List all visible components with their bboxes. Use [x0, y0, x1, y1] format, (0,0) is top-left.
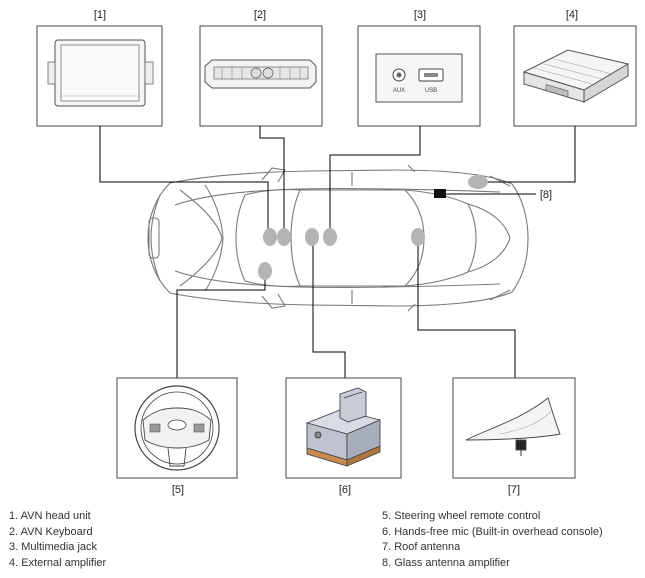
leader-line-1: [99, 126, 269, 232]
leader-line-7: [417, 240, 516, 378]
legend-item-6: 6. Hands-free mic (Built-in overhead con…: [382, 525, 603, 538]
multimedia-jack-image: AUX USB: [375, 53, 463, 103]
steering-wheel-image: [134, 385, 220, 471]
label-8: [8]: [540, 189, 552, 201]
aux-label: AUX: [393, 88, 405, 94]
legend-item-4: 4. External amplifier: [9, 556, 107, 569]
glass-antenna-amplifier-marker: [434, 189, 446, 198]
leader-line-5: [176, 272, 266, 378]
leader-line-2: [259, 126, 285, 232]
legend-item-2: 2. AVN Keyboard: [9, 525, 93, 538]
marker-5: [258, 262, 272, 280]
legend-item-1: 1. AVN head unit: [9, 510, 91, 522]
leader-lines: [99, 126, 576, 378]
label-6: [6]: [339, 484, 351, 496]
legend-right-column: 5. Steering wheel remote control 6. Hand…: [382, 509, 603, 571]
marker-4: [468, 175, 488, 189]
legend-item-7: 7. Roof antenna: [382, 541, 461, 553]
leader-line-3: [329, 126, 421, 232]
left-remote-buttons-icon: [149, 423, 161, 433]
roof-antenna-image: [465, 397, 561, 456]
hands-free-mic-image: [305, 387, 382, 467]
label-7: [7]: [508, 484, 520, 496]
avn-keyboard-image: [204, 59, 317, 89]
legend-left-column: 1. AVN head unit 2. AVN Keyboard 3. Mult…: [9, 509, 106, 571]
label-4: [4]: [566, 9, 578, 21]
external-amplifier-image: [522, 49, 630, 103]
legend-item-5: 5. Steering wheel remote control: [382, 510, 541, 522]
vehicle-outline-top-view: [147, 164, 529, 312]
legend-item-3: 3. Multimedia jack: [9, 541, 98, 553]
marker-3: [323, 228, 337, 246]
right-remote-buttons-icon: [193, 423, 205, 433]
marker-1: [263, 228, 277, 246]
marker-7: [411, 228, 425, 246]
label-3: [3]: [414, 9, 426, 21]
label-1: [1]: [94, 9, 106, 21]
marker-6: [305, 228, 319, 246]
avn-head-unit-image: [47, 39, 154, 107]
usb-label: USB: [425, 88, 437, 94]
label-2: [2]: [254, 9, 266, 21]
label-5: [5]: [172, 484, 184, 496]
location-markers: [258, 175, 488, 280]
leader-line-6: [312, 240, 346, 378]
legend-item-8: 8. Glass antenna amplifier: [382, 556, 510, 569]
leader-line-4: [480, 126, 576, 183]
marker-2: [277, 228, 291, 246]
